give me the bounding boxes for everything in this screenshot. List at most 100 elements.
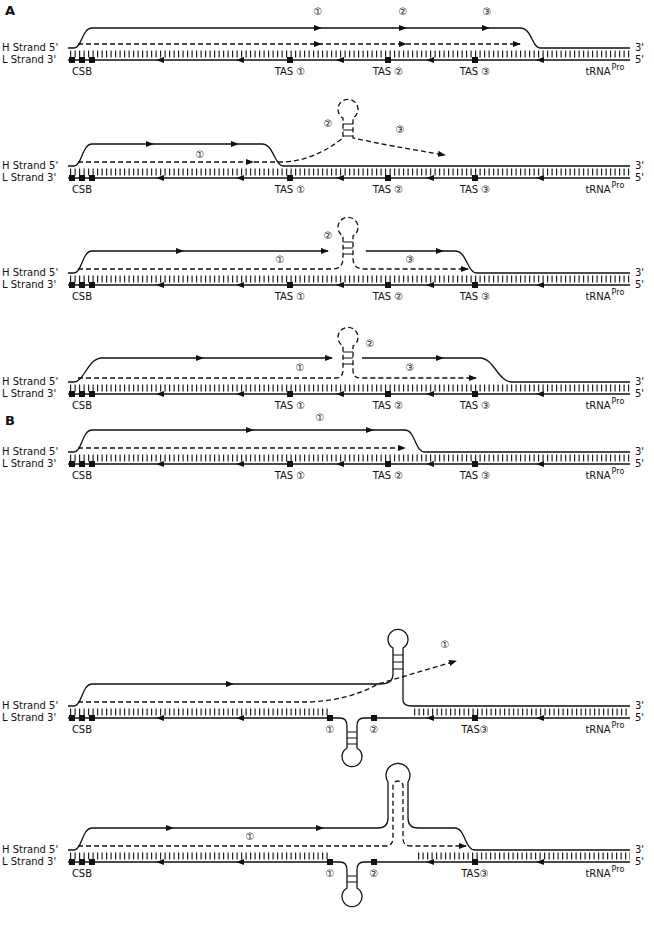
end-label: 5' — [634, 54, 645, 66]
panel-drawing — [68, 217, 630, 288]
arrowhead — [336, 57, 344, 63]
strand-label: H Strand 5' — [1, 700, 59, 712]
arrowhead — [366, 427, 374, 433]
strand-line — [68, 862, 630, 907]
site-marker — [287, 175, 293, 181]
arrowhead — [236, 282, 244, 288]
arrowhead — [536, 461, 544, 467]
site-marker — [472, 282, 478, 288]
site-label: TAS ③ — [459, 470, 492, 482]
strand-label: L Strand 3' — [1, 54, 57, 66]
strand-line — [68, 629, 630, 706]
site-marker — [69, 461, 75, 467]
end-label: 5' — [634, 458, 645, 470]
site-label: tRNA — [584, 291, 611, 303]
base-pair-ticks — [70, 455, 630, 462]
site-marker — [89, 57, 95, 63]
arrowhead — [226, 681, 234, 687]
site-marker — [89, 175, 95, 181]
strand-line — [393, 655, 403, 669]
arrowhead — [426, 715, 434, 721]
arrowhead — [314, 41, 322, 47]
arrowhead — [316, 825, 324, 831]
callout-number: ① — [195, 149, 206, 161]
strand-line — [347, 732, 357, 744]
site-label: TAS③ — [460, 724, 490, 736]
strand-label: H Strand 5' — [1, 376, 59, 388]
site-label: TAS ① — [274, 400, 307, 412]
site-marker — [79, 282, 85, 288]
site-marker — [69, 175, 75, 181]
site-label: CSB — [71, 184, 93, 196]
site-marker — [89, 391, 95, 397]
arrowhead — [156, 859, 164, 865]
arrowhead — [336, 282, 344, 288]
strand-line — [78, 99, 445, 162]
end-label: 5' — [634, 856, 645, 868]
end-label: 3' — [634, 160, 645, 172]
strand-line — [343, 242, 353, 254]
base-pair-ticks — [70, 51, 630, 58]
site-marker — [371, 859, 377, 865]
end-label: 5' — [634, 712, 645, 724]
arrowhead — [436, 248, 444, 254]
site-label: CSB — [71, 724, 93, 736]
strand-label: H Strand 5' — [1, 844, 59, 856]
strand-line — [362, 358, 630, 382]
strand-line — [78, 217, 468, 269]
site-marker — [472, 715, 478, 721]
site-label: TAS ① — [274, 291, 307, 303]
site-marker — [385, 57, 391, 63]
strand-label: L Strand 3' — [1, 279, 57, 291]
strand-line — [343, 124, 353, 136]
panel-letter: A — [4, 3, 16, 18]
base-pair-ticks — [418, 853, 630, 860]
callout-number: ① — [295, 362, 306, 374]
site-label: Pro — [612, 865, 625, 874]
site-marker — [327, 715, 333, 721]
callout-number: ② — [323, 230, 334, 242]
strand-label: H Strand 5' — [1, 446, 59, 458]
strand-line — [68, 251, 328, 273]
site-marker — [79, 391, 85, 397]
strand-label: L Strand 3' — [1, 172, 57, 184]
site-label: TAS ① — [274, 184, 307, 196]
end-label: 3' — [634, 267, 645, 279]
panel-drawing — [68, 99, 630, 181]
arrowhead — [336, 175, 344, 181]
site-label: Pro — [612, 63, 625, 72]
site-marker — [327, 859, 333, 865]
callout-number: ③ — [405, 362, 416, 374]
arrowhead — [231, 141, 239, 147]
arrowhead — [236, 461, 244, 467]
end-label: 3' — [634, 844, 645, 856]
site-label: tRNA — [584, 724, 611, 736]
strand-line — [366, 251, 630, 273]
site-label: Pro — [612, 288, 625, 297]
arrowhead — [156, 391, 164, 397]
site-label: tRNA — [584, 470, 611, 482]
strand-line — [343, 352, 353, 364]
arrowhead — [536, 57, 544, 63]
arrowhead — [336, 391, 344, 397]
callout-number: ① — [313, 6, 324, 18]
arrowhead — [156, 715, 164, 721]
callout-number: ① — [440, 639, 451, 651]
site-marker — [89, 859, 95, 865]
site-label: ① — [325, 868, 336, 880]
site-label: ① — [325, 724, 336, 736]
arrowhead — [236, 57, 244, 63]
site-marker — [79, 57, 85, 63]
site-marker — [385, 282, 391, 288]
strand-line — [78, 447, 405, 448]
site-label: TAS③ — [460, 868, 490, 880]
end-label: 3' — [634, 376, 645, 388]
end-label: 5' — [634, 279, 645, 291]
site-label: CSB — [71, 868, 93, 880]
site-label: CSB — [71, 470, 93, 482]
panel-drawing — [68, 25, 630, 63]
arrowhead — [536, 859, 544, 865]
site-label: Pro — [612, 721, 625, 730]
panel-drawing — [68, 763, 630, 906]
callout-number: ② — [398, 6, 409, 18]
